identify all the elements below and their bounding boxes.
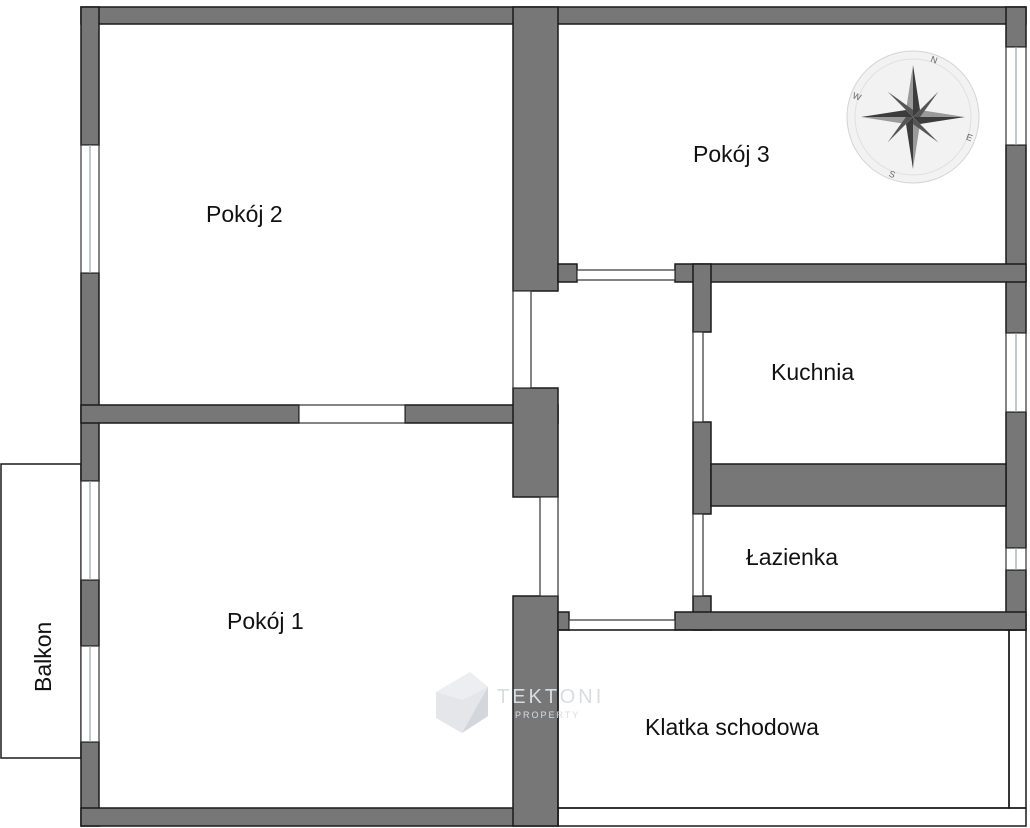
compass-south-label: S [888, 169, 897, 180]
interior-walls [80, 6, 1027, 827]
compass-east-label: E [965, 132, 974, 143]
room-label-kuchnia: Kuchnia [771, 359, 854, 385]
balcony-outline [0, 463, 82, 759]
room-label-lazienka: Łazienka [746, 544, 838, 570]
room-label-pokoj-1: Pokój 1 [227, 608, 304, 634]
watermark: TEKTONI PROPERTY [436, 672, 604, 733]
watermark-logo-icon [436, 672, 488, 733]
compass-west-label: W [851, 90, 863, 102]
openings [80, 46, 1027, 743]
compass-rose-icon: N E S W [846, 50, 980, 184]
room-label-klatka-schodowa: Klatka schodowa [645, 714, 819, 740]
staircase-outline [557, 629, 1027, 827]
room-label-pokoj-2: Pokój 2 [206, 201, 283, 227]
outer-walls [80, 6, 1027, 827]
compass-north-label: N [929, 54, 939, 66]
watermark-subtitle: PROPERTY [515, 710, 580, 720]
room-label-pokoj-3: Pokój 3 [693, 141, 770, 167]
room-label-balkon: Balkon [30, 622, 56, 692]
watermark-name: TEKTONI [497, 686, 604, 708]
